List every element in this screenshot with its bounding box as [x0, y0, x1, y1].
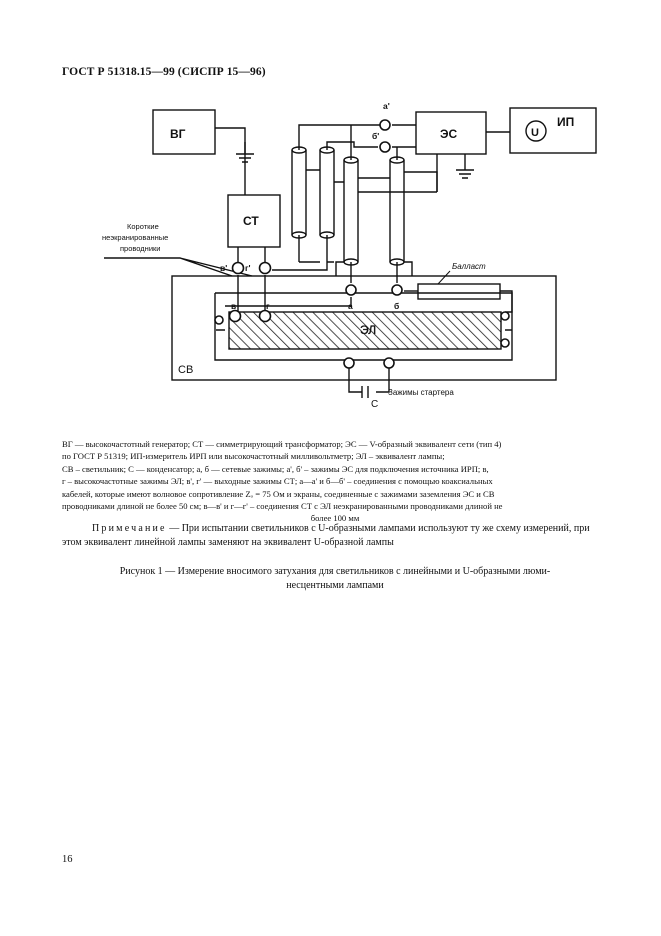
terminal-g: [258, 309, 272, 323]
short-wires-line-2: неэкранированные: [102, 233, 168, 242]
vg-label: ВГ: [170, 127, 186, 141]
legend-line: ВГ — высокочастотный генератор; СТ — сим…: [62, 439, 502, 449]
ballast-label: Балласт: [452, 262, 486, 271]
es-network-box: [415, 111, 487, 155]
terminal-v-prime: [231, 261, 245, 275]
u-meter-circle: [525, 120, 547, 142]
caption-line-2: несцентными лампами: [286, 580, 384, 591]
label-b-prime: б': [372, 131, 379, 141]
label-g: г: [266, 301, 270, 311]
label-v: в: [231, 301, 236, 311]
label-a: а: [348, 301, 353, 311]
label-b: б: [394, 301, 399, 311]
legend-line: проводниками длиной не более 50 см; в—в'…: [62, 501, 503, 512]
measurement-circuit-diagram: ВГ СТ ЭС U ИП ЭЛ СВ С Балласт Зажимы ста…: [102, 101, 597, 410]
es-label: ЭС: [440, 127, 458, 141]
sv-label: СВ: [178, 364, 193, 376]
terminal-a-prime: [379, 119, 391, 131]
terminal-v: [228, 309, 242, 323]
ip-label: ИП: [557, 115, 574, 129]
legend-line: СВ – светильник; С — конденсатор; а, б —…: [62, 463, 489, 474]
caption-line-1: Рисунок 1 — Измерение вносимого затухани…: [119, 566, 551, 577]
page-number: 16: [62, 854, 73, 865]
coax-cable-2: [319, 146, 335, 239]
legend-line: кабелей, которые имеют волновое сопротив…: [62, 488, 495, 499]
figure-legend: ВГ — высокочастотный генератор; СТ — сим…: [62, 438, 608, 525]
u-label: U: [531, 127, 539, 139]
short-wires-line-1: Короткие: [127, 222, 159, 231]
coax-cable-1: [291, 146, 307, 239]
ballast-box: [417, 283, 501, 300]
c-label: С: [371, 399, 378, 410]
starter-label: Зажимы стартера: [388, 388, 454, 397]
label-v-prime: в': [220, 263, 227, 273]
coax-cable-4: [389, 156, 405, 266]
vg-generator-box: [152, 109, 216, 155]
figure-caption: Рисунок 1 — Измерение вносимого затухани…: [62, 565, 608, 593]
starter-terminal-2: [383, 357, 395, 369]
label-g-prime: г': [245, 263, 251, 273]
document-header: ГОСТ Р 51318.15—99 (СИСПР 15—96): [62, 66, 266, 78]
starter-terminal-1: [343, 357, 355, 369]
terminal-b: [391, 284, 403, 296]
sv-luminaire-box: [171, 275, 557, 381]
terminal-b-prime: [379, 141, 391, 153]
terminal-el-right-2: [500, 338, 510, 348]
el-lamp-equivalent: [228, 311, 502, 350]
note-label: Примечание: [92, 523, 167, 534]
st-transformer-box: [227, 194, 281, 248]
terminal-g-prime: [258, 261, 272, 275]
legend-line: г – высокочастотные зажимы ЭЛ; в', г' — …: [62, 476, 493, 487]
terminal-el-right: [500, 311, 510, 321]
terminal-el-left: [214, 315, 224, 325]
note-text: — При испытании светильников с U-образны…: [62, 523, 590, 548]
coax-cable-3: [343, 156, 359, 266]
short-wires-line-3: проводники: [120, 244, 161, 253]
legend-line: по ГОСТ Р 51319; ИП-измеритель ИРП или в…: [62, 451, 445, 462]
el-label: ЭЛ: [360, 323, 376, 337]
st-label: СТ: [243, 214, 259, 228]
ip-meter-box: [509, 107, 597, 154]
legend-line: более 100 мм: [310, 513, 360, 524]
label-a-prime: а': [383, 101, 390, 111]
terminal-a: [345, 284, 357, 296]
note-paragraph: Примечание — При испытании светильников …: [62, 522, 608, 550]
